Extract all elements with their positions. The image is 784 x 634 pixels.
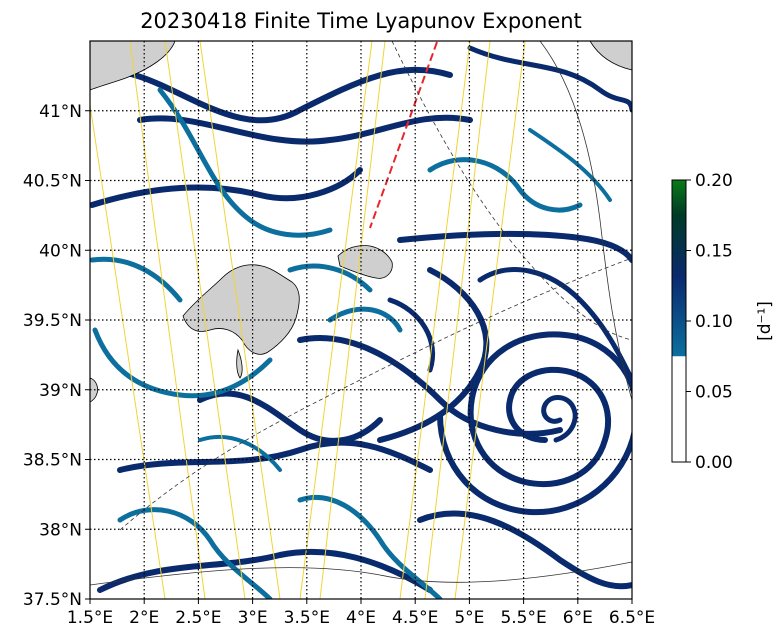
x-tick-label: 3.5°E — [284, 608, 330, 628]
x-tick-label: 4.5°E — [392, 608, 438, 628]
ftle-ridge — [427, 157, 583, 213]
land-sardinia-corner — [589, 41, 632, 71]
ftle-ridge — [477, 267, 632, 383]
ftle-ridge — [287, 263, 373, 293]
ftle-eddy — [541, 395, 578, 443]
ftle-ridge — [387, 297, 436, 373]
track-line — [199, 41, 281, 599]
ftle-ridges — [90, 45, 632, 599]
ftle-ridge — [137, 114, 473, 145]
y-axis-ticks: 37.5°N 38°N 38.5°N 39°N 39.5°N 40°N 40.5°N 41°N — [23, 102, 90, 610]
boundary-line — [391, 41, 632, 341]
colorbar-high-segment — [672, 180, 686, 357]
ftle-ridge — [157, 87, 333, 238]
x-axis-ticks: 1.5°E 2°E 2.5°E 3°E 3.5°E 4°E 4.5°E 5°E 5.5°E 6°E… — [67, 599, 655, 628]
track-line — [319, 41, 386, 599]
ftle-ridge — [297, 494, 443, 599]
ftle-ridge — [197, 390, 383, 444]
boundary-line — [539, 41, 632, 401]
ftle-ridge — [90, 256, 183, 303]
colorbar-tick-label: 0.15 — [695, 242, 733, 262]
x-tick-label: 2°E — [129, 608, 159, 628]
colorbar: 0.00 0.05 0.10 0.15 0.20 [d⁻¹] — [671, 171, 775, 473]
x-tick-label: 1.5°E — [67, 608, 113, 628]
ftle-ridge — [117, 439, 433, 473]
track-line — [90, 104, 166, 599]
ftle-ridge — [92, 327, 273, 399]
y-tick-label: 40°N — [39, 241, 82, 261]
y-tick-label: 39°N — [39, 381, 82, 401]
x-tick-label: 5.5°E — [500, 608, 546, 628]
land-cabrera — [236, 348, 243, 379]
map-title: 20230418 Finite Time Lyapunov Exponent — [140, 9, 582, 33]
colorbar-tick-label: 0.10 — [695, 312, 733, 332]
colorbar-tick-label: 0.05 — [695, 383, 733, 403]
y-tick-label: 39.5°N — [23, 311, 82, 331]
x-tick-label: 6°E — [563, 608, 593, 628]
track-line — [424, 41, 491, 599]
colorbar-ticks: 0.00 0.05 0.10 0.15 0.20 — [686, 171, 733, 473]
y-tick-label: 41°N — [39, 102, 82, 122]
colorbar-low-segment — [672, 356, 686, 462]
ftle-ridge — [97, 548, 433, 593]
ftle-ridge — [467, 45, 632, 113]
colorbar-label: [d⁻¹] — [755, 301, 775, 341]
land — [90, 41, 632, 403]
boundary-lines — [90, 41, 632, 586]
colorbar-tick-label: 0.00 — [695, 453, 733, 473]
ftle-ridge — [528, 128, 612, 202]
track-line — [299, 41, 373, 599]
red-track — [369, 41, 438, 229]
ftle-ridge — [198, 434, 282, 472]
ftle-ridge — [397, 230, 632, 263]
ftle-ridge — [117, 507, 273, 599]
x-tick-label: 2.5°E — [175, 608, 221, 628]
y-tick-label: 37.5°N — [23, 590, 82, 610]
y-tick-label: 38.5°N — [23, 451, 82, 471]
ftle-ridge — [417, 510, 632, 590]
boundary-line — [90, 561, 632, 586]
ftle-ridge — [90, 167, 363, 208]
y-tick-label: 38°N — [39, 520, 82, 540]
y-tick-label: 40.5°N — [23, 172, 82, 192]
land-mainland-north — [90, 41, 176, 91]
land-mallorca — [182, 264, 300, 355]
ftle-ridge — [327, 306, 403, 333]
x-tick-label: 4°E — [346, 608, 376, 628]
x-tick-label: 5°E — [454, 608, 484, 628]
track-line — [164, 41, 246, 599]
grid-lines — [90, 41, 632, 599]
x-tick-label: 3°E — [238, 608, 268, 628]
x-tick-label: 6.5°E — [609, 608, 655, 628]
ftle-eddy — [437, 331, 632, 516]
ftle-ridge — [93, 66, 453, 124]
colorbar-tick-label: 0.20 — [695, 171, 733, 191]
